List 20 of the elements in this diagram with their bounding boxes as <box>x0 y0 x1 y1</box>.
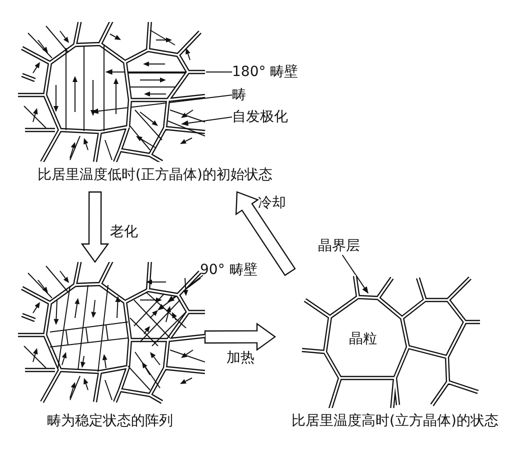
block-arrow <box>204 322 276 351</box>
node-label: 畴为稳定状态的阵列 <box>46 412 174 430</box>
block-arrow <box>80 191 110 264</box>
callout-label: 自发极化 <box>232 108 288 126</box>
leader-line <box>105 69 232 75</box>
leader-line <box>158 278 202 310</box>
callout-label: 90° 畴壁 <box>200 261 258 279</box>
node-label: 比居里温度低时(正方晶体)的初始状态 <box>36 166 274 184</box>
callout-label: 畴 <box>232 86 246 104</box>
edge-label: 老化 <box>110 223 138 241</box>
leader-line <box>342 254 368 294</box>
leader-line <box>167 274 204 302</box>
edge-label: 冷却 <box>258 194 286 212</box>
callout-label: 晶界层 <box>318 237 360 255</box>
callout-label: 180° 畴壁 <box>232 63 298 81</box>
edge-label: 加热 <box>226 348 254 367</box>
block-arrow <box>235 191 296 276</box>
leader-line <box>181 116 232 126</box>
node-label: 比居里温度高时(立方晶体)的状态 <box>290 412 500 430</box>
grain-label: 晶粒 <box>349 330 377 348</box>
